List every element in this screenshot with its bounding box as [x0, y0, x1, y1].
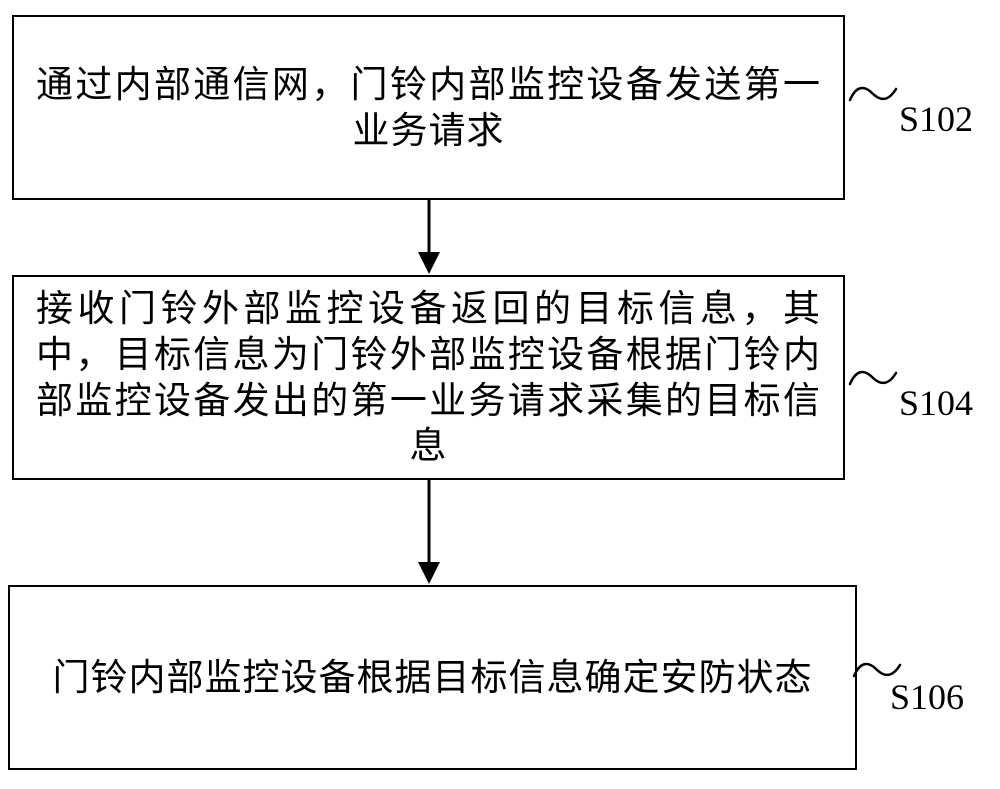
- connector-curve-icon: [852, 656, 902, 688]
- flow-step-1-box: 通过内部通信网，门铃内部监控设备发送第一业务请求: [12, 15, 845, 200]
- connector-curve-icon: [848, 80, 898, 112]
- flow-step-3-text: 门铃内部监控设备根据目标信息确定安防状态: [52, 655, 813, 699]
- arrow-step2-to-step3: [417, 480, 441, 584]
- flow-step-2-text: 接收门铃外部监控设备返回的目标信息，其中，目标信息为门铃外部监控设备根据门铃内部…: [36, 286, 821, 468]
- step-label-s102: S102: [899, 99, 974, 139]
- step-label-s106: S106: [890, 677, 965, 717]
- flow-step-1-text: 通过内部通信网，门铃内部监控设备发送第一业务请求: [36, 62, 821, 152]
- arrow-head-icon: [418, 252, 440, 274]
- arrow-step1-to-step2: [417, 200, 441, 274]
- flow-step-3-box: 门铃内部监控设备根据目标信息确定安防状态: [8, 585, 857, 770]
- arrow-head-icon: [418, 562, 440, 584]
- arrow-shaft: [427, 480, 431, 564]
- arrow-shaft: [427, 200, 431, 254]
- connector-curve-icon: [848, 364, 898, 396]
- step-label-s104: S104: [899, 383, 974, 423]
- flow-step-2-box: 接收门铃外部监控设备返回的目标信息，其中，目标信息为门铃外部监控设备根据门铃内部…: [12, 275, 845, 480]
